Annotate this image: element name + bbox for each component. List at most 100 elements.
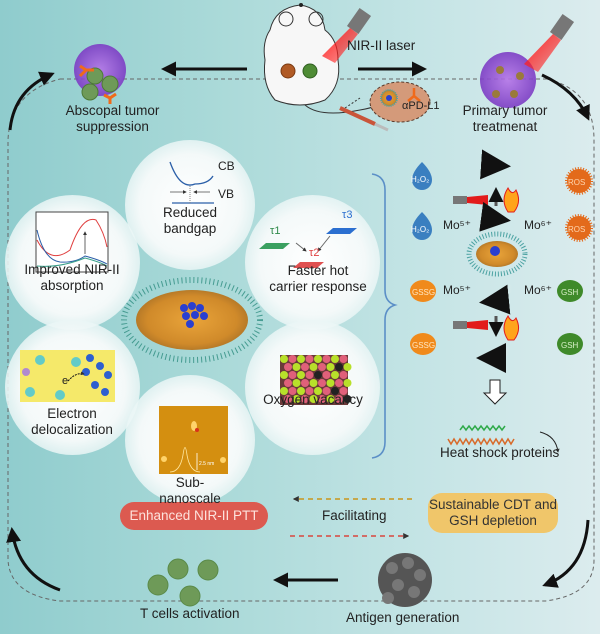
lattice-atom — [326, 363, 335, 371]
mo6-label-top: Mo⁶⁺ — [524, 218, 552, 232]
tau3-tile — [326, 228, 357, 234]
arrow-to-antigen — [542, 519, 590, 588]
lattice-atom — [331, 355, 339, 363]
central-nanoparticle-icon — [121, 277, 263, 363]
lattice-atom — [335, 395, 343, 403]
lattice-atom — [292, 379, 301, 387]
h2o2-drop-icon — [412, 212, 432, 240]
subnano-title: Sub- nanoscale — [159, 475, 221, 506]
gsh-blob-icon — [557, 333, 583, 355]
electron-title: Electron delocalization — [31, 406, 113, 437]
vb-label: VB — [218, 187, 235, 201]
lattice-atom — [339, 387, 348, 395]
oxygen-vacancy-site — [343, 395, 352, 403]
hot-carrier-title: Faster hot carrier response — [269, 263, 367, 294]
lattice-atom — [305, 387, 314, 395]
abscopal-label: Abscopal tumor suppression — [65, 103, 160, 134]
t-cells-icon — [147, 558, 219, 607]
lattice-atom — [309, 363, 318, 371]
lattice-atom — [297, 355, 305, 363]
lattice-atom — [322, 387, 331, 395]
lattice-atom — [280, 355, 288, 363]
lattice-atom — [280, 371, 288, 379]
ptt-pill: Enhanced NIR-II PTT — [120, 502, 268, 530]
hot-carrier-diagram — [259, 228, 357, 268]
oxygen-vacancy-site — [314, 371, 322, 379]
bandgap-circle — [125, 140, 255, 270]
cycle-arrows — [6, 61, 590, 592]
lattice-atom — [284, 363, 292, 371]
absorption-plot — [35, 211, 109, 273]
gssg-blob-icon — [410, 280, 436, 302]
lattice-atom — [292, 363, 301, 371]
gssg-blob-icon — [410, 333, 436, 355]
lattice-atom — [288, 387, 297, 395]
mo5-label-top: Mo⁵⁺ — [443, 218, 471, 232]
lattice-atom — [326, 395, 335, 403]
lattice-atom — [339, 355, 348, 363]
lattice-atom — [288, 355, 297, 363]
injection-inset — [344, 81, 431, 123]
h2o2-label-2: H₂O₂ — [411, 225, 430, 234]
laser-label: NIR-II laser — [347, 38, 416, 53]
antigen-cluster-icon — [378, 553, 432, 607]
flame-icon — [503, 315, 520, 341]
antibody-icon — [407, 88, 421, 102]
electron-e-label: e — [62, 375, 69, 387]
tau2-tile — [293, 262, 324, 268]
cdt-pill: Sustainable CDT and GSH depletion — [428, 493, 558, 533]
oxygen-vacancy-image — [280, 355, 352, 405]
lattice-atom — [284, 379, 292, 387]
heat-shock-proteins-icon — [447, 424, 515, 446]
lattice-atom — [331, 371, 339, 379]
tau2-label: τ2 — [309, 247, 320, 259]
lattice-atom — [314, 355, 322, 363]
lattice-atom — [301, 363, 309, 371]
laser-device-icon — [322, 7, 372, 63]
mini-laser-icon — [453, 196, 467, 204]
ros-label-2: ROS — [568, 225, 586, 234]
absorption-title: Improved NIR-II absorption — [24, 262, 120, 293]
grouping-brace — [371, 173, 398, 459]
ros-burst-icon — [565, 214, 593, 242]
lattice-atom — [318, 363, 326, 371]
oxygen-title: Oxygen vacancy — [263, 392, 363, 407]
ros-label-1: ROS — [568, 178, 586, 187]
lattice-atom — [322, 371, 331, 379]
primary-label: Primary tumor treatmenat — [462, 103, 548, 134]
lattice-atom — [301, 395, 309, 403]
electron-delocalization-image — [20, 350, 115, 402]
lattice-atom — [305, 355, 314, 363]
arrow-tcells-up — [6, 527, 61, 592]
lattice-atom — [309, 379, 318, 387]
gsh-label-2: GSH — [561, 341, 579, 350]
lattice-atom — [335, 379, 343, 387]
tumor-right — [302, 63, 318, 79]
tau1-label: τ1 — [270, 225, 281, 237]
mo6-label-bottom: Mo⁶⁺ — [524, 283, 552, 297]
gsh-label-1: GSH — [561, 288, 579, 297]
ros-burst-icon — [565, 167, 593, 195]
gsh-blob-icon — [557, 280, 583, 302]
h2o2-drop-icon — [412, 162, 432, 190]
mini-laser-icon — [453, 321, 467, 329]
lattice-atom — [301, 379, 309, 387]
antibody-label: αPD-L1 — [402, 100, 440, 112]
lattice-atom — [318, 395, 326, 403]
afm-image — [159, 406, 228, 474]
facilitating-label: Facilitating — [322, 508, 387, 523]
lattice-atom — [314, 387, 322, 395]
afm-scale-label: 2.5 nm — [199, 461, 215, 467]
lattice-atom — [339, 371, 348, 379]
lattice-atom — [326, 379, 335, 387]
lattice-atom — [297, 387, 305, 395]
tcell-label: T cells activation — [140, 606, 240, 621]
antigen-label: Antigen generation — [346, 610, 460, 625]
oxygen-vacancy-site — [331, 387, 339, 395]
lattice-atom — [322, 355, 331, 363]
gssg-label-2: GSSG — [412, 341, 436, 350]
lattice-atom — [318, 379, 326, 387]
hollow-down-arrow-icon — [482, 379, 508, 405]
